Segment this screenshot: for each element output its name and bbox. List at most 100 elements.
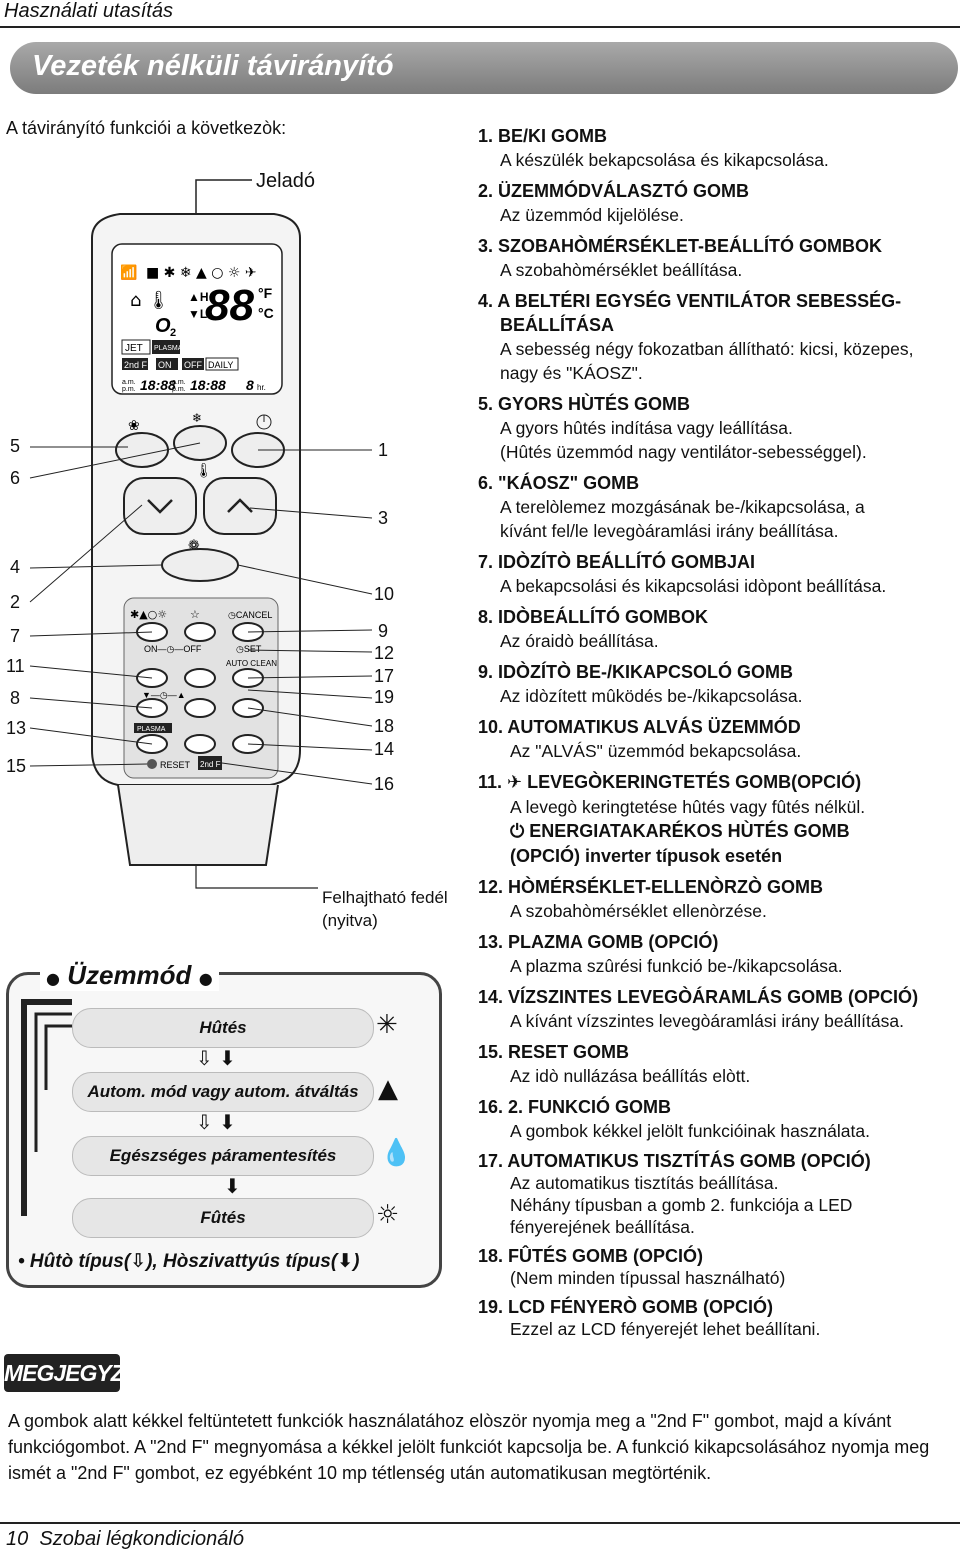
- list-item: 3. SZOBAHÒMÉRSÉKLET-BEÁLLÍTÓ GOMBOK A sz…: [478, 236, 883, 280]
- button-function-list: 1. BE/KI GOMB A készülék bekapcsolása és…: [478, 124, 958, 1340]
- svg-text:°F: °F: [258, 285, 273, 301]
- callout-17: 17: [374, 666, 395, 686]
- list-item: 16. 2. FUNKCIÓ GOMB A gombok kékkel jelö…: [478, 1097, 870, 1141]
- svg-text:❄: ❄: [192, 411, 202, 425]
- svg-text:a.m.: a.m.: [172, 379, 186, 386]
- energy-saving-icon: ⏻: [510, 821, 525, 842]
- page-footer: 10 Szobai légkondicionáló: [6, 1528, 244, 1551]
- svg-text:📶: 📶: [120, 264, 137, 281]
- title-banner: [10, 42, 958, 94]
- svg-text:DAILY: DAILY: [208, 360, 233, 370]
- sun-icon: ☼: [376, 1200, 400, 1230]
- mode-panel-title: ● Üzemmód ●: [40, 960, 219, 991]
- fold-cover-label: Felhajtható fedél (nyitva): [322, 888, 448, 930]
- svg-text:⌂ 🌡: ⌂ 🌡: [130, 290, 170, 311]
- bullet-icon: ●: [198, 969, 213, 988]
- svg-text:°C: °C: [258, 305, 274, 321]
- svg-text:OFF: OFF: [184, 360, 202, 370]
- list-item: 11. ✈ LEVEGÒKERINGTETÉS GOMB(OPCIÓ) A le…: [478, 772, 866, 866]
- svg-text:▲H: ▲H: [188, 290, 209, 304]
- callout-4: 4: [10, 557, 21, 577]
- svg-text:RESET: RESET: [160, 760, 191, 770]
- snowflake-icon: ✳: [376, 1010, 398, 1040]
- svg-text:◷CANCEL: ◷CANCEL: [228, 610, 272, 620]
- mode-type-note: • Hûtò típus(⇩), Hòszivattyús típus(⬇): [18, 1250, 360, 1272]
- note-tag: MEGJEGYZÉS: [4, 1354, 153, 1392]
- arrow-down-icon: ⇩ ⬇: [196, 1046, 236, 1070]
- air-circulation-icon: ✈: [507, 772, 523, 793]
- list-item: 18. FÛTÉS GOMB (OPCIÓ) (Nem minden típus…: [478, 1246, 786, 1288]
- svg-text:🌡: 🌡: [195, 463, 213, 479]
- callout-15: 15: [6, 756, 27, 776]
- callout-16: 16: [374, 774, 395, 794]
- svg-text:2: 2: [170, 327, 176, 339]
- callout-1: 1: [378, 440, 389, 460]
- svg-text:❀: ❀: [128, 418, 140, 434]
- svg-text:ON: ON: [158, 360, 172, 370]
- callout-3: 3: [378, 508, 389, 528]
- auto-mode-icon: ▲: [378, 1074, 398, 1104]
- svg-text:PLASMA: PLASMA: [154, 345, 183, 352]
- callout-18: 18: [374, 716, 395, 736]
- list-item: 2. ÜZEMMÓDVÁLASZTÓ GOMB Az üzemmód kijel…: [478, 181, 750, 225]
- arrow-down-icon: ⇩ ⬇: [196, 1110, 236, 1134]
- svg-text:18:88: 18:88: [140, 377, 176, 393]
- droplet-icon: 💧: [380, 1138, 413, 1168]
- svg-text:18:88: 18:88: [190, 377, 226, 393]
- page-title: Vezeték nélküli távirányító: [32, 50, 394, 82]
- callout-2: 2: [10, 592, 21, 612]
- mode-cooling: Hûtés: [72, 1008, 374, 1048]
- list-item: 4. A BELTÉRI EGYSÉG VENTILÁTOR SEBESSÉG-…: [478, 291, 914, 383]
- mode-cycle-arrows: [21, 999, 72, 1216]
- mode-dehumidify: Egészséges páramentesítés: [72, 1136, 374, 1176]
- svg-text:▼—◷—▲: ▼—◷—▲: [142, 690, 186, 700]
- svg-text:p.m.: p.m.: [122, 386, 136, 393]
- svg-text:hr.: hr.: [257, 383, 266, 392]
- svg-text:☆: ☆: [190, 608, 200, 621]
- callout-9: 9: [378, 621, 389, 641]
- svg-text:2nd F: 2nd F: [124, 360, 148, 370]
- mode-auto: Autom. mód vagy autom. átváltás: [72, 1072, 374, 1112]
- svg-text:■ ✱ ❄ ▲ ○ ☼ ✈: ■ ✱ ❄ ▲ ○ ☼ ✈: [146, 265, 257, 281]
- intro-text: A távirányító funkciói a következòk:: [6, 118, 287, 138]
- transmitter-label: Jeladó: [256, 170, 315, 192]
- list-item: 17. AUTOMATIKUS TISZTÍTÁS GOMB (OPCIÓ) A…: [478, 1151, 871, 1237]
- list-item: 10. AUTOMATIKUS ALVÁS ÜZEMMÓD Az "ALVÁS"…: [478, 717, 802, 761]
- svg-text:AUTO CLEAN: AUTO CLEAN: [226, 659, 277, 668]
- callout-14: 14: [374, 739, 395, 759]
- list-item: 12. HÒMÉRSÉKLET-ELLENÒRZÒ GOMB A szobahò…: [478, 877, 824, 921]
- svg-text:JET: JET: [125, 343, 143, 354]
- svg-text:p.m.: p.m.: [172, 386, 186, 393]
- svg-text:8: 8: [246, 377, 254, 393]
- svg-text:▼L: ▼L: [188, 307, 207, 321]
- list-item: 8. IDÒBEÁLLÍTÓ GOMBOK Az óraidò beállítá…: [478, 607, 709, 651]
- list-item: 13. PLAZMA GOMB (OPCIÓ) A plazma szûrési…: [478, 932, 843, 976]
- page-number: 10: [6, 1528, 29, 1550]
- callout-5: 5: [10, 436, 21, 456]
- outline-arrow-icon: ⇩: [130, 1250, 147, 1272]
- footer-rule: [0, 1522, 960, 1524]
- svg-text:O: O: [155, 315, 171, 337]
- section-header: Használati utasítás: [4, 0, 173, 22]
- solid-arrow-icon: ⬇: [337, 1250, 354, 1272]
- list-item: 15. RESET GOMB Az idò nullázása beállítá…: [478, 1042, 751, 1086]
- list-item: 14. VÍZSZINTES LEVEGÒÁRAMLÁS GOMB (OPCIÓ…: [478, 987, 919, 1031]
- callout-6: 6: [10, 468, 21, 488]
- callout-8: 8: [10, 688, 21, 708]
- callout-12: 12: [374, 643, 395, 663]
- callout-7: 7: [10, 626, 21, 646]
- svg-text:2nd F: 2nd F: [200, 760, 221, 769]
- svg-text:✱▲○☼: ✱▲○☼: [130, 608, 167, 621]
- svg-text:ON—◷—OFF: ON—◷—OFF: [144, 644, 202, 654]
- svg-text:◷SET: ◷SET: [236, 644, 262, 654]
- bullet-icon: ●: [46, 969, 60, 988]
- list-item: 6. "KÁOSZ" GOMB A terelòlemez mozgásának…: [478, 473, 865, 541]
- svg-text:PLASMA: PLASMA: [137, 726, 166, 733]
- svg-text:a.m.: a.m.: [122, 379, 136, 386]
- lcd-big-digits: 88: [205, 281, 254, 330]
- list-item: 7. IDÒZÍTÒ BEÁLLÍTÓ GOMBJAI A bekapcsolá…: [478, 552, 887, 596]
- callout-19: 19: [374, 687, 395, 707]
- callout-11: 11: [6, 656, 25, 676]
- list-item: 9. IDÒZÍTÒ BE-/KIKAPCSOLÓ GOMB Az idòzít…: [478, 662, 803, 706]
- arrow-down-icon: ⬇: [224, 1174, 241, 1198]
